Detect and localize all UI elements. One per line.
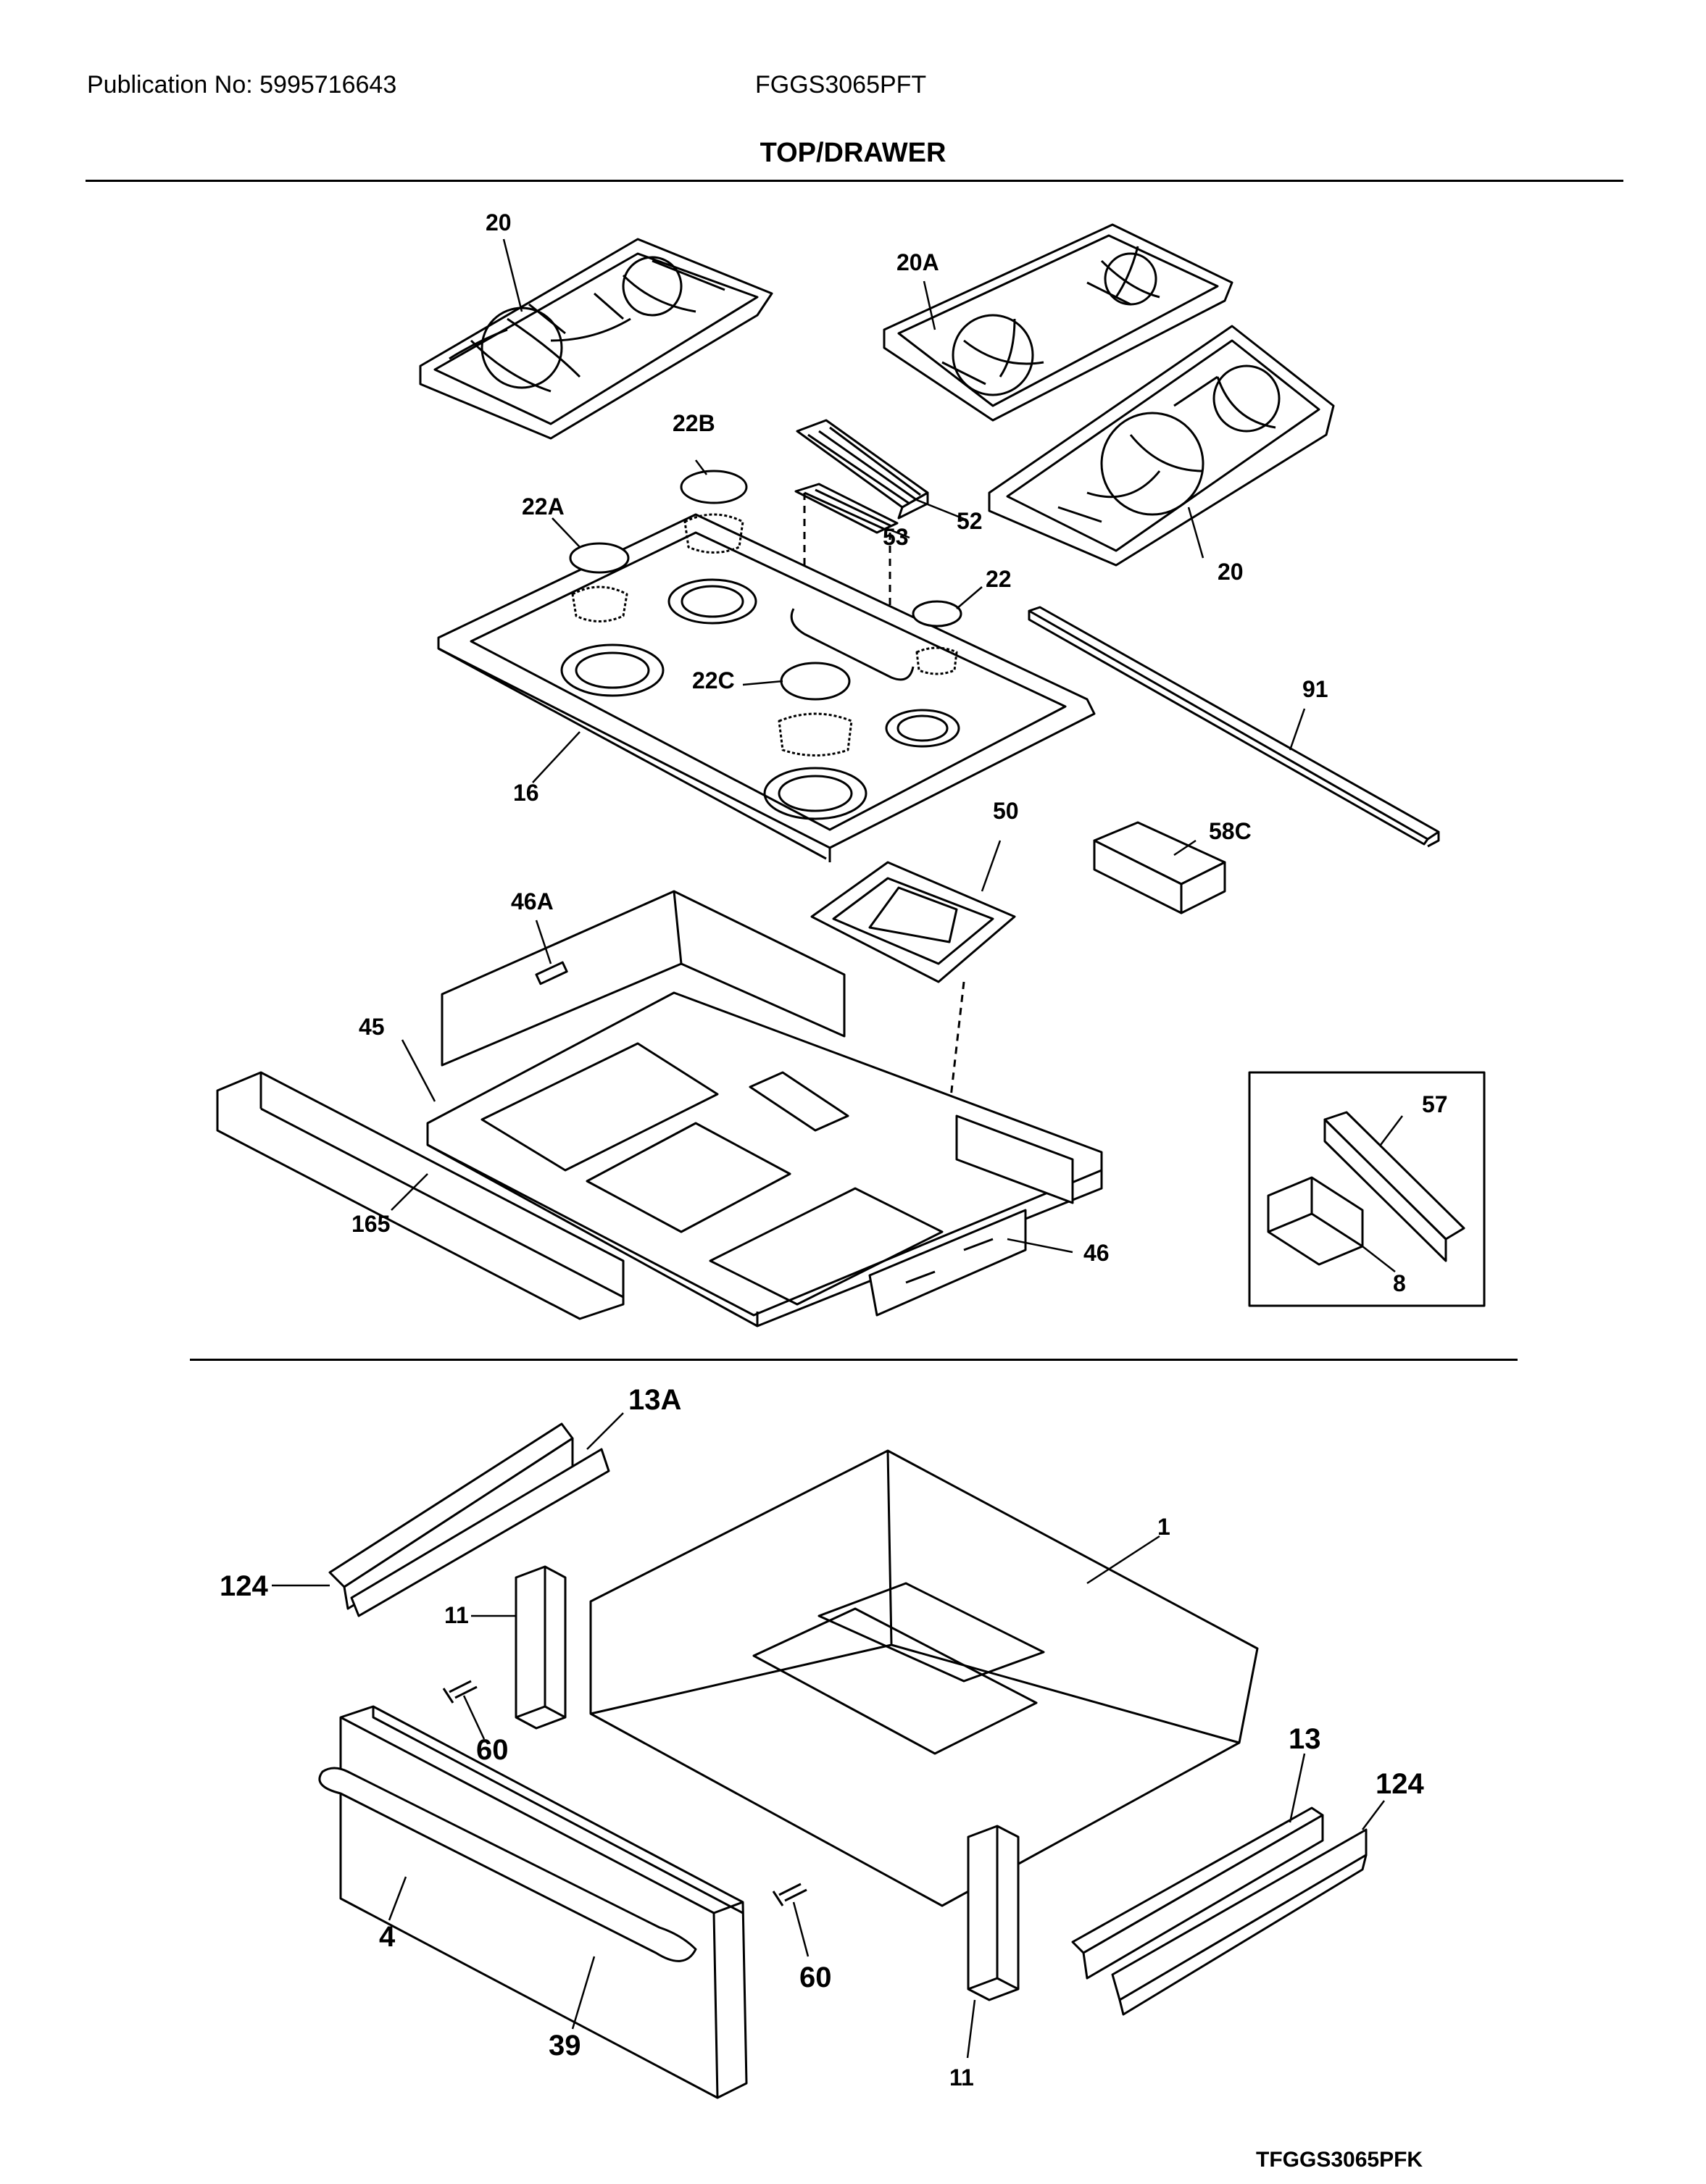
grate-left	[419, 238, 773, 440]
label-124-left: 124	[220, 1570, 268, 1602]
inset-part-57	[1323, 1111, 1465, 1262]
label-1: 1	[1157, 1514, 1170, 1540]
trim-strip	[1028, 606, 1440, 848]
section-title: TOP/DRAWER	[760, 138, 946, 168]
bracket-165	[216, 1071, 625, 1320]
label-91: 91	[1302, 676, 1328, 702]
part-labels: 20 20A 20 22B 22A 22 22C 52 53 16 91 50 …	[220, 209, 1448, 2091]
cooktop	[437, 513, 1096, 862]
label-45: 45	[359, 1014, 385, 1040]
leader-lines	[272, 238, 1403, 2059]
bracket-11-bottom	[967, 1825, 1020, 2001]
model-number: FGGS3065PFT	[755, 71, 927, 99]
bracket-46	[868, 1209, 1027, 1317]
vent-box-50	[810, 861, 1016, 1175]
label-22: 22	[986, 566, 1012, 592]
screw-60-right	[772, 1883, 807, 1906]
label-13a: 13A	[628, 1384, 681, 1416]
section-divider	[190, 1359, 1518, 1361]
label-50: 50	[993, 798, 1019, 824]
inset-part-8	[1267, 1176, 1364, 1266]
label-11-bottom: 11	[949, 2064, 974, 2091]
bracket-11-top	[515, 1565, 567, 1730]
label-165: 165	[351, 1211, 390, 1237]
header-divider	[86, 180, 1623, 182]
label-46a: 46A	[511, 888, 554, 914]
vent-trim	[796, 419, 929, 520]
label-52: 52	[957, 508, 983, 534]
label-124-right: 124	[1376, 1768, 1424, 1800]
label-16: 16	[513, 780, 539, 806]
label-8: 8	[1393, 1270, 1406, 1296]
label-46: 46	[1083, 1240, 1110, 1266]
bracket-46a	[441, 890, 846, 1067]
label-20a: 20A	[896, 249, 939, 275]
slide-124-right	[1111, 1828, 1368, 2016]
drawer-front	[339, 1705, 748, 2099]
grate-right-bottom	[988, 325, 1335, 567]
block-58c	[1093, 821, 1226, 914]
label-13: 13	[1289, 1723, 1321, 1755]
drawer-handle	[318, 1767, 697, 1962]
label-60-right: 60	[799, 1962, 832, 1993]
label-4: 4	[379, 1921, 396, 1953]
burner-cap-22a	[569, 542, 630, 622]
slide-13a	[328, 1422, 610, 1617]
label-20-left: 20	[486, 209, 512, 236]
diagram-code: TFGGS3065PFK	[1256, 2148, 1423, 2172]
vent-grille	[794, 483, 899, 688]
publication-number: Publication No: 5995716643	[87, 71, 397, 99]
label-20-right: 20	[1218, 559, 1244, 585]
drawer-box	[589, 1449, 1259, 1907]
burner-cap-22	[912, 600, 962, 675]
label-60-left: 60	[476, 1734, 509, 1766]
label-22b: 22B	[673, 410, 715, 436]
slide-13	[1071, 1806, 1324, 1980]
label-11-top: 11	[444, 1602, 469, 1628]
grate-right-top	[883, 223, 1233, 422]
label-39: 39	[549, 2030, 581, 2062]
screw-60-left	[442, 1680, 478, 1704]
label-58c: 58C	[1209, 818, 1252, 844]
inset-frame	[1248, 1071, 1486, 1307]
label-53: 53	[883, 524, 909, 550]
label-22a: 22A	[522, 493, 565, 520]
label-57: 57	[1422, 1091, 1448, 1117]
bottom-pan	[426, 991, 1103, 1328]
label-22c: 22C	[692, 667, 735, 693]
burner-cap-22b	[680, 470, 748, 554]
